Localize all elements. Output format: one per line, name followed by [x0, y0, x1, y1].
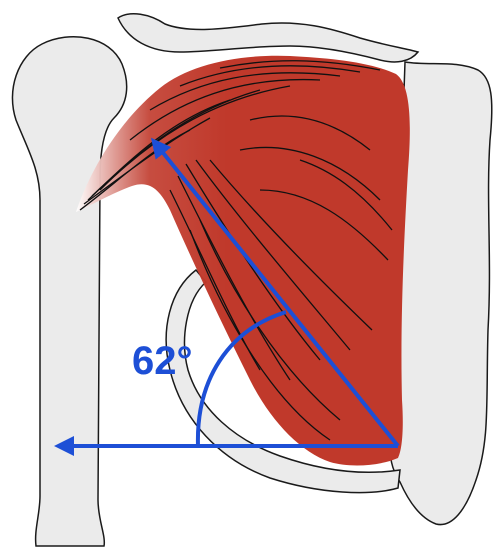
clavicle-bone — [118, 14, 418, 62]
humerus-bone — [12, 37, 126, 546]
angle-label: 62° — [132, 339, 193, 383]
pectoralis-minor-muscle — [76, 56, 410, 466]
